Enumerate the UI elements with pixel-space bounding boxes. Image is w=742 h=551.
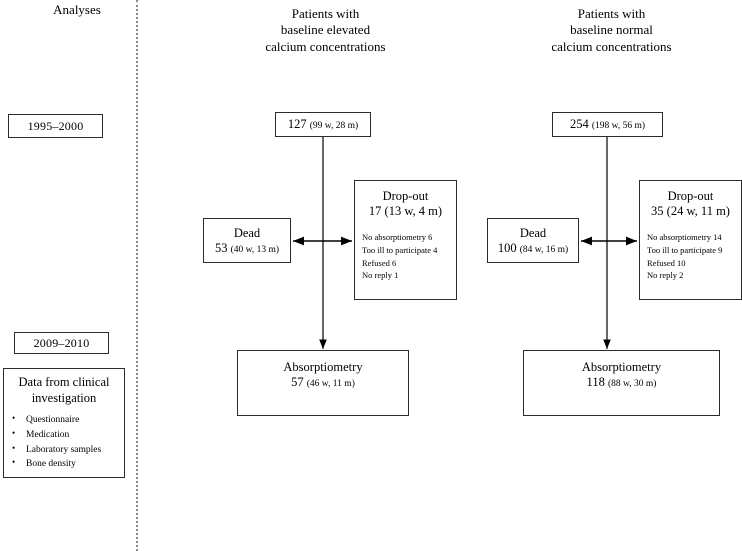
dropout-reason: No reply 1 (362, 269, 456, 282)
dropout-reason-value: 1 (394, 270, 399, 281)
panel-divider (136, 0, 138, 551)
dropout-reason: Too ill to participate 9 (647, 244, 741, 257)
dropout-reason: No reply 2 (647, 269, 741, 282)
analyses-header: Analyses (53, 2, 101, 17)
dead-box-1: Dead 53 (40 w, 13 m) (203, 218, 291, 263)
column-2-title: Patients with baseline normal calcium co… (529, 6, 694, 55)
outcome-2-count: 118 (586, 375, 605, 389)
cohort-1-value: 127 (99 w, 28 m) (288, 117, 358, 132)
dead-1-count: 53 (214, 241, 228, 256)
dropout-2-detail: (24 w, 11 m) (666, 204, 730, 218)
outcome-2-value: 118 (88 w, 30 m) (524, 375, 719, 390)
dropout-reason: No absorptiometry 6 (362, 231, 456, 244)
dropout-1-value: 17 (13 w, 4 m) (355, 204, 456, 219)
dropout-reason: No absorptiometry 14 (647, 231, 741, 244)
period-box-top: 1995–2000 (8, 114, 103, 138)
cohort-2-value: 254 (198 w, 56 m) (570, 117, 645, 132)
cohort-box-1: 127 (99 w, 28 m) (275, 112, 371, 137)
dead-box-2: Dead 100 (84 w, 16 m) (487, 218, 579, 263)
column-2-title-line3: calcium concentrations (551, 38, 672, 54)
cohort-2-count: 254 (569, 117, 589, 131)
dropout-1-reasons: No absorptiometry 6 Too ill to participa… (355, 231, 456, 282)
column-2-title-line1: Patients with (577, 6, 646, 21)
list-item: Questionnaire (4, 412, 124, 428)
clinical-data-title-line2: investigation (31, 390, 97, 405)
dropout-1-label: Drop-out (382, 189, 429, 203)
column-1-title-line1: Patients with (291, 6, 360, 21)
clinical-data-list: Questionnaire Medication Laboratory samp… (4, 412, 124, 472)
list-item: Bone density (4, 456, 124, 472)
dropout-reason-value: 10 (676, 257, 686, 268)
outcome-1-label: Absorptiometry (283, 360, 363, 374)
cohort-box-2: 254 (198 w, 56 m) (552, 112, 663, 137)
dead-1-value: 53 (40 w, 13 m) (215, 241, 279, 256)
column-1-title: Patients with baseline elevated calcium … (243, 6, 408, 55)
dead-2-detail: (84 w, 16 m) (519, 245, 569, 256)
dropout-2-label: Drop-out (667, 189, 714, 203)
dropout-reason-text: Refused (647, 257, 675, 268)
outcome-1-detail: (46 w, 11 m) (306, 379, 355, 389)
dropout-box-2: Drop-out 35 (24 w, 11 m) No absorptiomet… (639, 180, 742, 300)
period-top-label: 1995–2000 (27, 118, 84, 133)
outcome-2-label: Absorptiometry (581, 360, 662, 374)
outcome-2-detail: (88 w, 30 m) (607, 379, 657, 389)
dead-2-count: 100 (497, 241, 517, 256)
dropout-1-count: 17 (368, 204, 382, 218)
dropout-box-1: Drop-out 17 (13 w, 4 m) No absorptiometr… (354, 180, 457, 300)
dropout-reason-text: Too ill to participate (647, 244, 717, 255)
dead-1-detail: (40 w, 13 m) (230, 245, 280, 256)
period-bottom-label: 2009–2010 (33, 335, 90, 350)
dropout-reason-text: No absorptiometry (362, 232, 426, 242)
list-item: Laboratory samples (4, 442, 124, 458)
clinical-data-title-line1: Data from clinical (18, 375, 110, 389)
dropout-reason: Refused 6 (362, 257, 456, 270)
dropout-reason-value: 14 (713, 232, 722, 242)
dropout-reason-value: 6 (428, 232, 433, 242)
outcome-box-1: Absorptiometry 57 (46 w, 11 m) (237, 350, 409, 416)
dropout-reason-value: 4 (433, 244, 438, 255)
dead-1-label: Dead (233, 225, 261, 240)
cohort-2-detail: (198 w, 56 m) (591, 121, 646, 131)
column-2-title-line2: baseline normal (570, 22, 653, 38)
cohort-1-count: 127 (287, 117, 307, 131)
dropout-reason-text: Too ill to participate (362, 244, 432, 255)
column-1-title-line2: baseline elevated (280, 22, 371, 38)
dropout-1-detail: (13 w, 4 m) (384, 204, 443, 218)
list-item: Medication (4, 427, 124, 443)
outcome-1-value: 57 (46 w, 11 m) (238, 375, 408, 390)
dropout-reason: Refused 10 (647, 257, 741, 270)
dropout-2-reasons: No absorptiometry 14 Too ill to particip… (640, 231, 741, 282)
period-box-bottom: 2009–2010 (14, 332, 109, 354)
dropout-reason-text: No reply (647, 270, 677, 281)
dropout-reason-text: Refused (362, 257, 390, 268)
cohort-1-detail: (99 w, 28 m) (309, 121, 359, 131)
dropout-reason-value: 2 (679, 270, 684, 281)
dropout-reason-text: No absorptiometry (647, 232, 711, 242)
outcome-box-2: Absorptiometry 118 (88 w, 30 m) (523, 350, 720, 416)
dead-2-value: 100 (84 w, 16 m) (498, 241, 568, 256)
dropout-reason-text: No reply (362, 270, 392, 281)
dead-2-label: Dead (519, 225, 547, 240)
dropout-reason-value: 9 (718, 244, 723, 255)
outcome-1-count: 57 (291, 375, 304, 389)
clinical-data-box: Data from clinical investigation Questio… (3, 368, 125, 478)
dropout-2-value: 35 (24 w, 11 m) (640, 204, 741, 219)
dropout-reason-value: 6 (391, 257, 397, 268)
dropout-2-count: 35 (651, 204, 664, 218)
column-1-title-line3: calcium concentrations (265, 38, 386, 54)
dropout-reason: Too ill to participate 4 (362, 244, 456, 257)
